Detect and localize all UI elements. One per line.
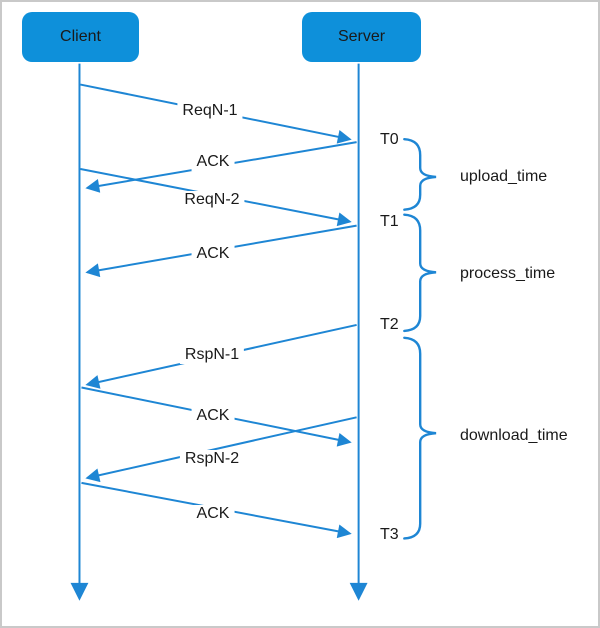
message-label-ack-4: ACK [191,505,235,523]
interval-label-upload-time: upload_time [460,168,548,185]
arrow-rspn-2 [85,416,357,483]
actor-box-client: Client [22,12,139,62]
time-marker-t2: T2 [380,316,399,333]
actor-label-client: Client [60,28,101,45]
brace-process-time [403,213,437,333]
message-label-rspn-1: RspN-1 [179,346,245,364]
message-label-rspn-2: RspN-2 [179,450,245,468]
actor-label-server: Server [337,28,386,45]
message-label-ack-3: ACK [191,407,235,425]
message-label-reqn-1: ReqN-1 [177,102,243,120]
message-label-reqn-2: ReqN-2 [179,191,245,209]
brace-download-time [403,336,437,540]
actor-box-server: Server [302,12,421,62]
time-marker-t0: T0 [380,131,399,148]
message-label-ack-2: ACK [191,245,235,263]
interval-label-process-time: process_time [460,265,556,282]
time-marker-t3: T3 [380,526,399,543]
message-label-ack-1: ACK [191,153,235,171]
time-marker-t1: T1 [380,213,399,230]
brace-upload-time [403,137,437,211]
interval-label-download-time: download_time [460,427,568,444]
